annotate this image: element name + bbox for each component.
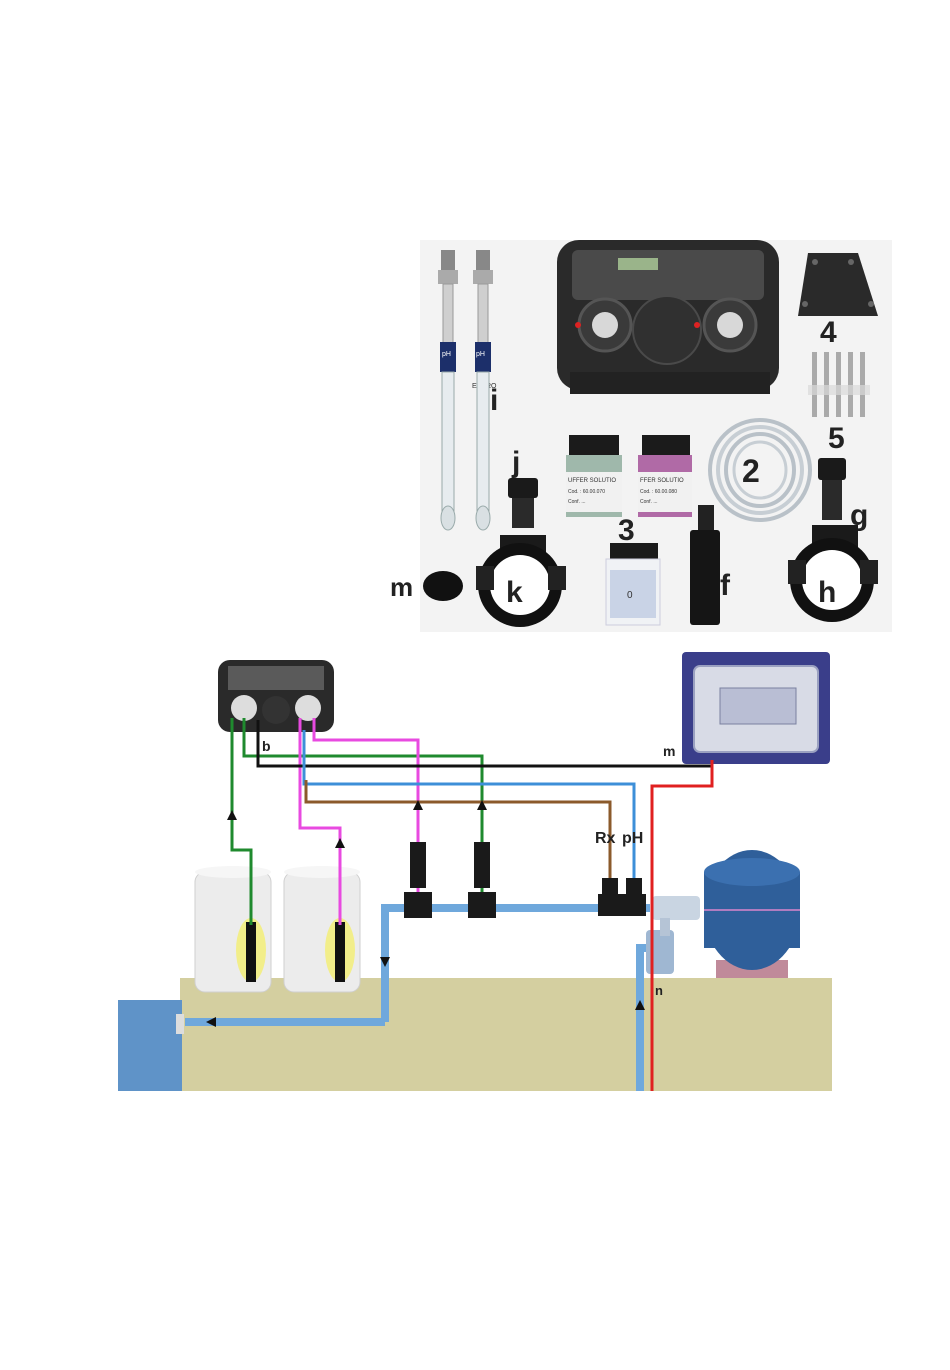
electrode-1-text: pH bbox=[442, 351, 451, 358]
buffer-solution-bottle-2: FFER SOLUTIO Cod. : 60.00.080 Conf. ... bbox=[638, 435, 692, 517]
blue-cable bbox=[304, 730, 634, 880]
injection-point-2 bbox=[468, 842, 496, 918]
label-4: 4 bbox=[820, 316, 837, 349]
installation-diagram: n m b bbox=[118, 652, 832, 1091]
ph-electrode-holder bbox=[622, 878, 646, 916]
chemical-tank-1 bbox=[195, 866, 271, 992]
label-ph: pH bbox=[622, 830, 643, 847]
bottle-1-line-1: UFFER SOLUTIO bbox=[568, 478, 616, 484]
label-3: 3 bbox=[618, 514, 635, 547]
injection-point-1 bbox=[404, 842, 432, 918]
sand-filter bbox=[704, 850, 800, 978]
label-f: f bbox=[720, 569, 731, 602]
ground bbox=[180, 978, 832, 1091]
injection-fitting bbox=[818, 458, 846, 520]
parts-photo: pH pH ECTRO i bbox=[390, 240, 892, 632]
label-rx: Rx bbox=[595, 830, 616, 847]
electrode-holder bbox=[508, 478, 538, 528]
storage-solution-bottle: 0 bbox=[606, 543, 660, 625]
rx-electrode-holder bbox=[598, 878, 622, 916]
label-b: b bbox=[262, 738, 271, 754]
label-h: h bbox=[818, 576, 836, 609]
green-injection-line bbox=[244, 718, 482, 895]
bottle-2-line-3: Conf. ... bbox=[640, 499, 658, 505]
label-5: 5 bbox=[828, 422, 845, 455]
pool-inlet bbox=[176, 1014, 184, 1034]
label-j: j bbox=[511, 446, 520, 479]
bottle-1-line-3: Conf. ... bbox=[568, 499, 586, 505]
electrode-2-text: pH bbox=[476, 351, 485, 358]
dosing-pump-small bbox=[218, 660, 334, 732]
label-k: k bbox=[506, 576, 523, 609]
bottle-1-line-2: Cod. : 60.00.070 bbox=[568, 489, 605, 495]
chemical-tank-2 bbox=[284, 866, 360, 992]
bottle-2-line-2: Cod. : 60.00.080 bbox=[640, 489, 677, 495]
pool-water bbox=[118, 1000, 182, 1091]
label-2: 2 bbox=[742, 453, 760, 489]
probe-cap bbox=[423, 571, 463, 601]
bottle-2-line-1: FFER SOLUTIO bbox=[640, 478, 684, 484]
label-m: m bbox=[663, 743, 675, 759]
bottle-3-text: 0 bbox=[627, 590, 633, 601]
buffer-solution-bottle-1: UFFER SOLUTIO Cod. : 60.00.070 Conf. ... bbox=[566, 435, 622, 517]
dosing-pump-unit bbox=[557, 240, 779, 394]
circulation-pump bbox=[646, 896, 700, 974]
control-panel bbox=[682, 652, 830, 764]
brown-cable bbox=[306, 780, 610, 880]
label-n: n bbox=[655, 983, 663, 998]
label-m-top: m bbox=[390, 572, 413, 602]
arrow-magenta bbox=[335, 838, 345, 848]
label-i: i bbox=[490, 384, 498, 417]
arrow-green bbox=[227, 810, 237, 820]
